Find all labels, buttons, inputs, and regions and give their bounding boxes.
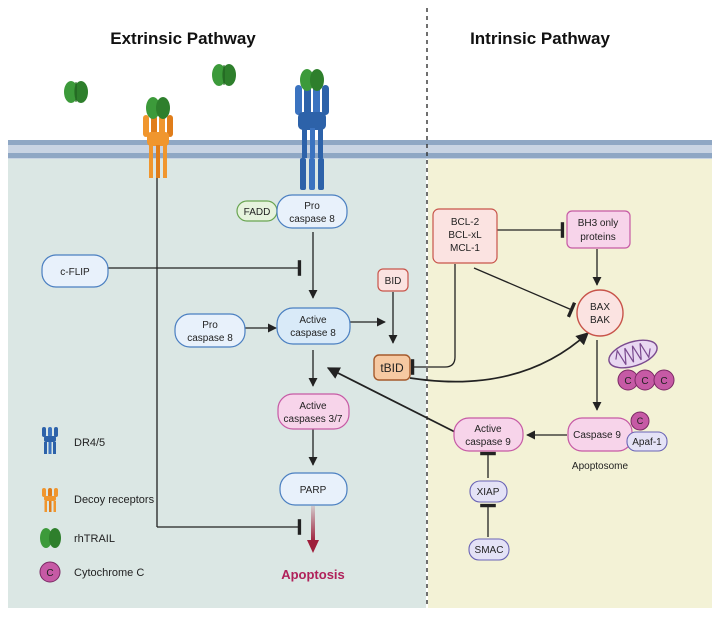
bh3-box xyxy=(566,210,631,249)
legend-decoy-icon xyxy=(42,488,58,512)
apoptosome-label: Apoptosome xyxy=(572,461,629,472)
cell-membrane xyxy=(8,140,712,159)
tbid-to-baxbak-arrow xyxy=(409,332,589,383)
pro-caspase8-top-label: caspase 8 xyxy=(289,214,335,225)
bax-label: BAX xyxy=(590,302,610,313)
active9-to-caspase37-arrow xyxy=(326,367,456,433)
cytochrome-c-icon: C xyxy=(653,369,675,391)
legend-dr45-label: DR4/5 xyxy=(74,437,105,449)
pro-caspase8-top-label: Pro xyxy=(304,201,320,212)
bid-box xyxy=(377,268,409,292)
dr45-receptor-icon xyxy=(295,69,329,190)
parp-label: PARP xyxy=(300,485,327,496)
svg-text:C: C xyxy=(660,376,667,387)
fadd-label: FADD xyxy=(244,207,271,218)
pro-caspase8-top-box xyxy=(276,194,348,229)
bh3-label: proteins xyxy=(580,232,616,243)
apaf1-label: Apaf-1 xyxy=(632,437,662,448)
bcl-inhibits-baxbak xyxy=(473,267,577,318)
trail-ligand-icon xyxy=(64,81,88,103)
intrinsic-title: Intrinsic Pathway xyxy=(470,29,610,48)
pro-caspase8-left-label: caspase 8 xyxy=(187,333,233,344)
legend-rhtrail-icon xyxy=(40,528,61,548)
tbid-label: tBID xyxy=(380,361,404,375)
legend-rhtrail-label: rhTRAIL xyxy=(74,533,115,545)
legend-cytochrome-c-icon: C xyxy=(39,561,61,583)
cytochrome-c-icon: C xyxy=(617,369,639,391)
bh3-label: BH3 only xyxy=(578,218,619,229)
cytochrome-c-icon: C xyxy=(634,369,656,391)
active-caspase9-label: Active xyxy=(474,424,502,435)
bid-label: BID xyxy=(385,276,402,287)
caspase9-label: Caspase 9 xyxy=(573,430,621,441)
tbid-box xyxy=(373,354,411,381)
cytochrome-c-icon: C xyxy=(630,411,650,431)
baxbak-circle xyxy=(576,289,624,337)
smac-label: SMAC xyxy=(475,545,504,556)
legend-cytochrome-c-label: Cytochrome C xyxy=(74,567,144,579)
svg-text:C: C xyxy=(641,376,648,387)
bak-label: BAK xyxy=(590,315,610,326)
active-caspase9-box xyxy=(453,417,524,452)
active-caspase8-box xyxy=(276,307,351,345)
bcl-family-box xyxy=(432,208,498,264)
extrinsic-title: Extrinsic Pathway xyxy=(110,29,256,48)
parp-box xyxy=(279,472,348,506)
pro-caspase8-left-label: Pro xyxy=(202,320,218,331)
decoy-receptor-icon xyxy=(143,97,173,178)
mitochondrion-icon xyxy=(608,339,658,369)
svg-text:C: C xyxy=(624,376,631,387)
active-caspase8-label: caspase 8 xyxy=(290,328,336,339)
legend-dr45-icon xyxy=(42,427,58,454)
legend-decoy-label: Decoy receptors xyxy=(74,494,155,506)
smac-box xyxy=(468,538,510,561)
active-caspase8-label: Active xyxy=(299,315,327,326)
svg-text:C: C xyxy=(46,568,53,579)
bclxl-label: BCL-xL xyxy=(448,230,482,241)
apaf1-box xyxy=(626,431,668,452)
apoptosis-label: Apoptosis xyxy=(281,567,345,582)
bcl-inhibits-tbid xyxy=(410,264,456,375)
cflip-label: c-FLIP xyxy=(60,267,90,278)
trail-ligand-icon xyxy=(212,64,236,86)
active-caspase9-label: caspase 9 xyxy=(465,437,511,448)
active-caspase37-box xyxy=(277,393,350,430)
svg-text:C: C xyxy=(637,416,644,426)
parp-to-apoptosis-arrow xyxy=(311,506,315,542)
legend: DR4/5 Decoy receptors rhTRAIL C Cytochro… xyxy=(39,427,155,583)
bcl2-label: BCL-2 xyxy=(451,217,480,228)
cflip-box xyxy=(41,254,109,288)
active-caspase37-label: caspases 3/7 xyxy=(284,414,343,425)
active-caspase37-label: Active xyxy=(299,401,327,412)
mcl1-label: MCL-1 xyxy=(450,243,480,254)
pro-caspase8-left-box xyxy=(174,313,246,348)
xiap-label: XIAP xyxy=(477,487,500,498)
extrinsic-region xyxy=(8,158,426,608)
xiap-box xyxy=(469,480,508,503)
